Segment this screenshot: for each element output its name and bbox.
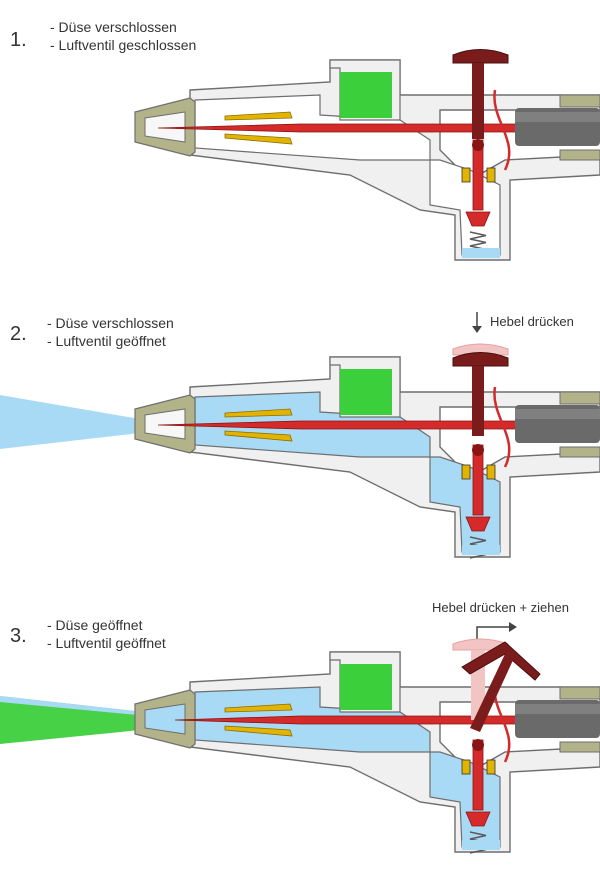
airbrush-drawing — [0, 343, 600, 559]
handle-cap-top — [559, 686, 600, 700]
caption-line-air-valve: - Luftventil geöffnet — [47, 333, 166, 349]
caption-line-air-valve: - Luftventil geschlossen — [50, 37, 196, 53]
caption-line-nozzle: - Düse verschlossen — [50, 19, 177, 35]
air-valve-knob — [472, 139, 484, 151]
airbrush-drawing — [134, 49, 600, 261]
brass-nozzle-upper — [224, 111, 293, 121]
handle-cap-bottom — [559, 149, 600, 161]
handle-highlight — [515, 704, 600, 714]
air-inlet — [462, 248, 500, 258]
lever-spring-wire — [493, 89, 511, 171]
handle-highlight — [515, 112, 600, 122]
handle-cap-top — [559, 94, 600, 108]
air-inlet — [462, 840, 500, 850]
lever-stem-tilted — [470, 654, 514, 732]
nozzle-tip — [144, 111, 186, 143]
lever-trigger — [452, 352, 509, 367]
lever-trigger — [452, 49, 509, 64]
down-arrow-icon — [472, 312, 482, 333]
paint-fill — [340, 72, 392, 118]
lever-stem — [472, 366, 484, 436]
air-valve-knob — [472, 444, 484, 456]
handle-highlight — [515, 409, 600, 419]
valve-seal-right — [486, 759, 496, 775]
drawing-group — [134, 49, 600, 261]
nozzle-tip — [144, 408, 186, 440]
airbrush-drawing — [0, 638, 600, 854]
valve-seal-left — [461, 759, 471, 775]
brass-nozzle-lower — [224, 430, 293, 442]
caption-line-nozzle: - Düse verschlossen — [47, 315, 174, 331]
panel-step-1: 1. - Düse verschlossen - Luftventil gesc… — [10, 19, 600, 261]
air-inlet — [462, 545, 500, 555]
lever-trigger-tilted — [461, 641, 541, 681]
air-valve-head — [465, 811, 491, 827]
lever-stem — [472, 63, 484, 139]
paint-fill — [340, 369, 392, 415]
caption-line-nozzle: - Düse geöffnet — [47, 617, 143, 633]
lever-previous-position — [452, 343, 509, 356]
drawing-group — [0, 343, 600, 559]
valve-seal-left — [461, 464, 471, 480]
brass-nozzle-upper — [224, 408, 293, 418]
valve-seal-right — [486, 464, 496, 480]
air-valve-head — [465, 516, 491, 532]
panel-step-2: 2. - Düse verschlossen - Luftventil geöf… — [0, 312, 600, 559]
paint-spray-cone — [0, 696, 180, 744]
caption-line-air-valve: - Luftventil geöffnet — [47, 635, 166, 651]
action-label: Hebel drücken + ziehen — [432, 600, 569, 615]
air-spray-cone — [0, 395, 140, 449]
drawing-group — [0, 638, 600, 854]
panel-step-3: 3. - Düse geöffnet - Luftventil geöffnet… — [0, 600, 600, 854]
brass-nozzle-upper — [224, 703, 293, 713]
handle-cap-bottom — [559, 446, 600, 458]
air-valve-knob — [472, 739, 484, 751]
nozzle-tip — [144, 703, 186, 735]
brass-nozzle-lower — [224, 133, 293, 145]
lever-spring-wire — [493, 386, 511, 468]
air-valve-head — [465, 211, 491, 227]
step-number: 1. — [10, 29, 27, 51]
valve-seal-right — [486, 167, 496, 183]
brass-nozzle-lower — [224, 725, 293, 737]
handle-cap-bottom — [559, 741, 600, 753]
down-right-arrow-icon — [476, 622, 517, 640]
valve-seal-left — [461, 167, 471, 183]
paint-fill — [340, 664, 392, 710]
step-number: 2. — [10, 323, 27, 345]
step-number: 3. — [10, 625, 27, 647]
handle-cap-top — [559, 391, 600, 405]
action-label: Hebel drücken — [490, 314, 574, 329]
